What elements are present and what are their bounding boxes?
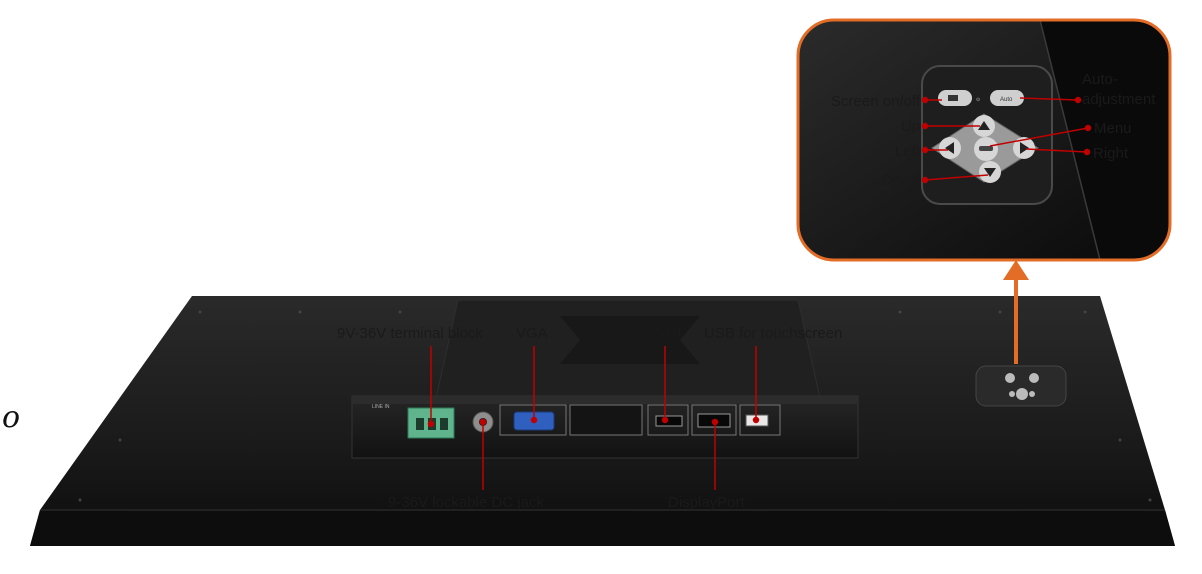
hdmi-connector bbox=[655, 415, 683, 427]
label-up: Up bbox=[900, 118, 920, 135]
vesa-mount-plate bbox=[435, 299, 821, 399]
svg-text:⊙: ⊙ bbox=[976, 97, 980, 103]
io-box: LINE IN bbox=[351, 395, 859, 459]
dvi-port bbox=[569, 404, 643, 436]
label-dc-jack: 9-36V lockable DC jack bbox=[388, 494, 544, 511]
label-down: Down bbox=[881, 172, 920, 189]
label-auto-line2: adjustment bbox=[1082, 91, 1156, 108]
label-terminal-block: 9V-36V terminal block bbox=[337, 325, 483, 342]
label-right: Right bbox=[1093, 145, 1129, 162]
label-left: Left bbox=[894, 143, 920, 160]
port-leader-lines bbox=[427, 346, 760, 490]
zoom-arrow bbox=[1003, 260, 1029, 364]
label-screen-onoff: Screen on/off bbox=[831, 93, 920, 110]
cropped-edge-text: o bbox=[2, 400, 21, 435]
osd-keypad-small bbox=[975, 365, 1067, 407]
svg-text:LINE IN: LINE IN bbox=[372, 404, 390, 410]
label-hdmi: HDMI bbox=[643, 325, 682, 342]
label-displayport: DisplayPort bbox=[668, 494, 745, 511]
label-vga: VGA bbox=[516, 325, 548, 342]
osd-zoom-callout: Auto ⊙ bbox=[796, 18, 1172, 262]
label-menu: Menu bbox=[1094, 120, 1132, 137]
svg-text:Auto: Auto bbox=[1000, 97, 1013, 103]
panel-screws bbox=[78, 310, 1152, 502]
label-auto-line1: Auto- bbox=[1082, 71, 1118, 88]
auto-adjust-key bbox=[990, 90, 1024, 106]
label-usb-touchscreen: USB for touchscreen bbox=[704, 325, 843, 342]
osd-leader-lines bbox=[921, 96, 1092, 184]
